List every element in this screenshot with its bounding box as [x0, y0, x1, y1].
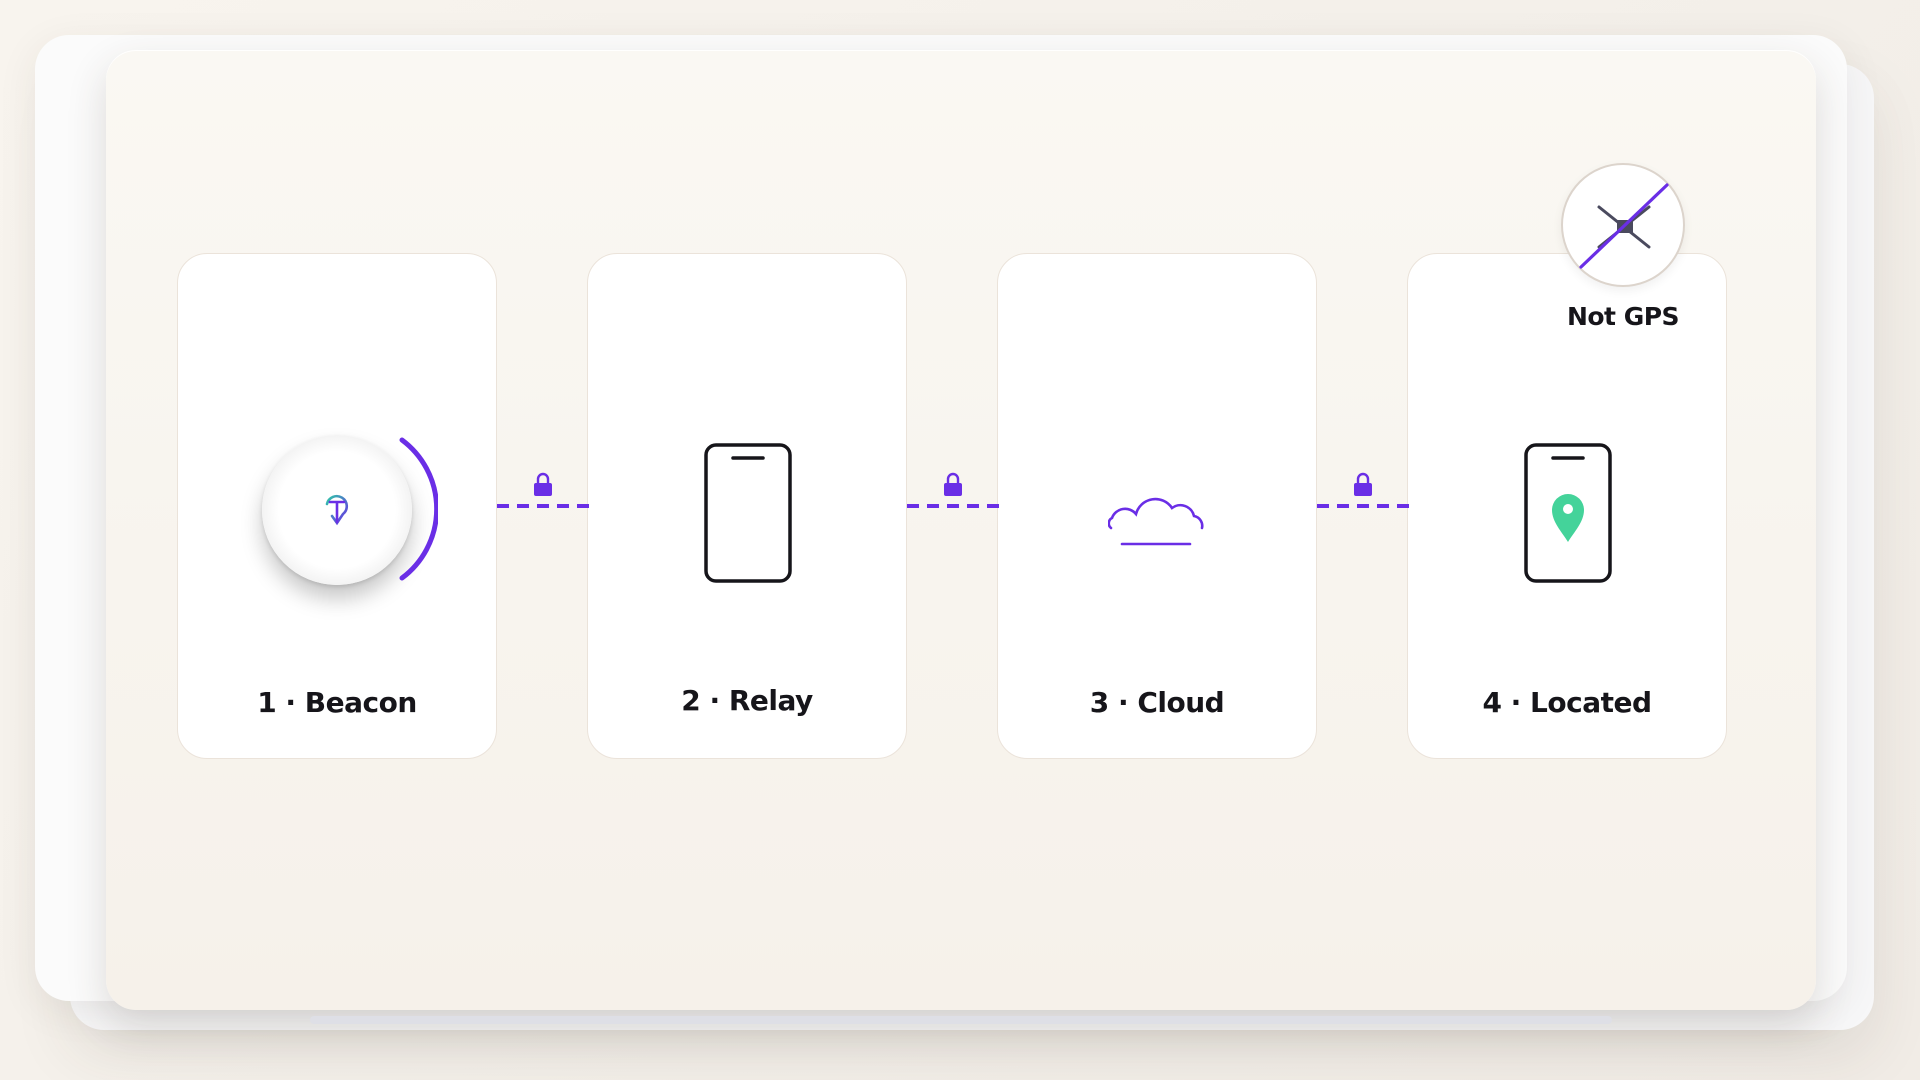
- dashed-connector: [907, 504, 999, 508]
- dashed-connector: [1317, 504, 1409, 508]
- lock-icon: [944, 472, 962, 496]
- horizontal-scrollbar[interactable]: [310, 1016, 1612, 1024]
- step-card-located: 4 · Located: [1407, 253, 1727, 759]
- phone-location-icon: [1524, 443, 1612, 583]
- lock-icon: [1354, 472, 1372, 496]
- beacon-icon: [262, 435, 412, 585]
- step-label: 3 · Cloud: [1089, 686, 1225, 719]
- not-gps-label: Not GPS: [1566, 302, 1680, 331]
- signal-arc-icon: [399, 437, 438, 581]
- lock-icon: [534, 472, 552, 496]
- phone-icon: [704, 443, 792, 583]
- step-card-cloud: 3 · Cloud: [997, 253, 1317, 759]
- step-card-beacon: 1 · Beacon: [177, 253, 497, 759]
- step-label: 1 · Beacon: [257, 686, 417, 719]
- step-label: 4 · Located: [1482, 686, 1652, 719]
- satellite-crossed-icon: [1579, 183, 1669, 269]
- cloud-icon: [1108, 497, 1204, 546]
- tile-logo-icon: [325, 494, 348, 526]
- step-label: 2 · Relay: [681, 684, 813, 717]
- not-gps-badge: [1561, 163, 1685, 287]
- step-card-relay: 2 · Relay: [587, 253, 907, 759]
- dashed-connector: [497, 504, 589, 508]
